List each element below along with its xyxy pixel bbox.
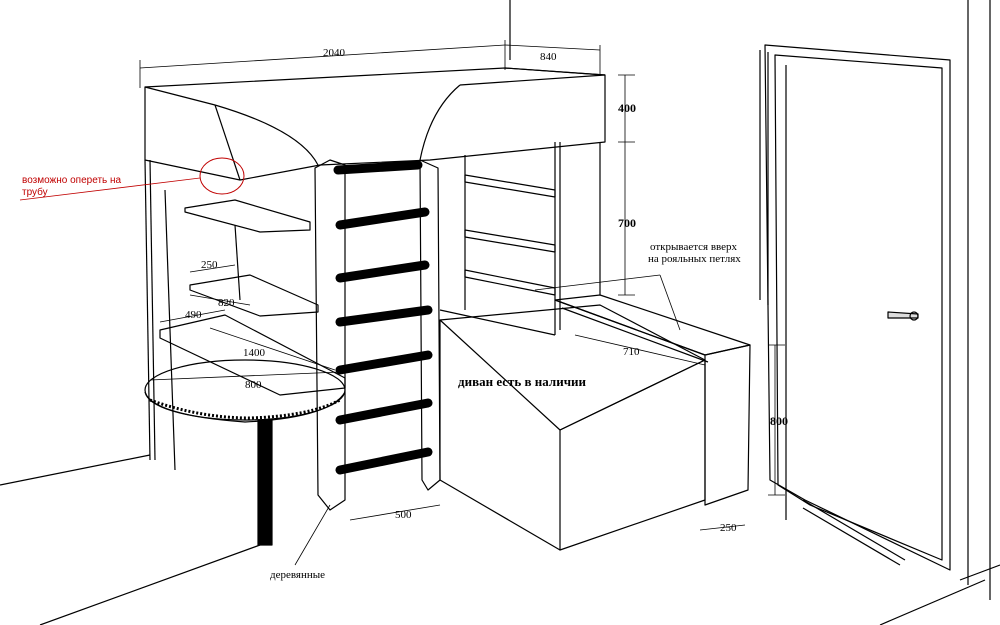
dim-shelf-depth: 250 <box>201 259 218 271</box>
dim-bed-length: 2040 <box>323 47 346 59</box>
lid-note-line1: открывается вверх <box>650 241 738 253</box>
wooden-note: деревянные <box>270 569 325 581</box>
sofa-note: диван есть в наличии <box>458 374 587 389</box>
room-door <box>759 44 951 571</box>
lid-note-line2: на рояльных петлях <box>648 253 741 265</box>
dim-bed-width: 840 <box>540 51 557 63</box>
pipe-marker <box>19 157 245 201</box>
dim-top-height: 400 <box>618 101 636 115</box>
left-shelves <box>184 199 319 317</box>
sofa-bench <box>439 304 706 551</box>
dim-chest-height: 800 <box>770 414 788 428</box>
left-end-panel <box>144 159 176 471</box>
dim-chest-length: 710 <box>623 346 640 358</box>
loft-top <box>144 67 606 181</box>
dim-table-diameter: 800 <box>245 379 262 391</box>
dimension-lines <box>139 40 785 566</box>
pipe-note-line1: возможно опереть на <box>22 175 122 186</box>
dim-cabinet-height: 700 <box>618 216 636 230</box>
dim-ladder-width: 500 <box>395 509 412 521</box>
ladder <box>314 159 441 511</box>
pipe-note-line2: трубу <box>22 186 48 198</box>
dim-desk-depth: 490 <box>185 309 202 321</box>
dim-desk-length: 1400 <box>243 347 266 359</box>
right-cabinet <box>439 142 601 336</box>
round-table <box>144 359 346 546</box>
lid-chest <box>554 294 751 506</box>
door-handle-icon <box>887 311 919 321</box>
dim-shelf-length: 820 <box>218 297 235 309</box>
dim-chest-depth: 250 <box>720 522 737 534</box>
